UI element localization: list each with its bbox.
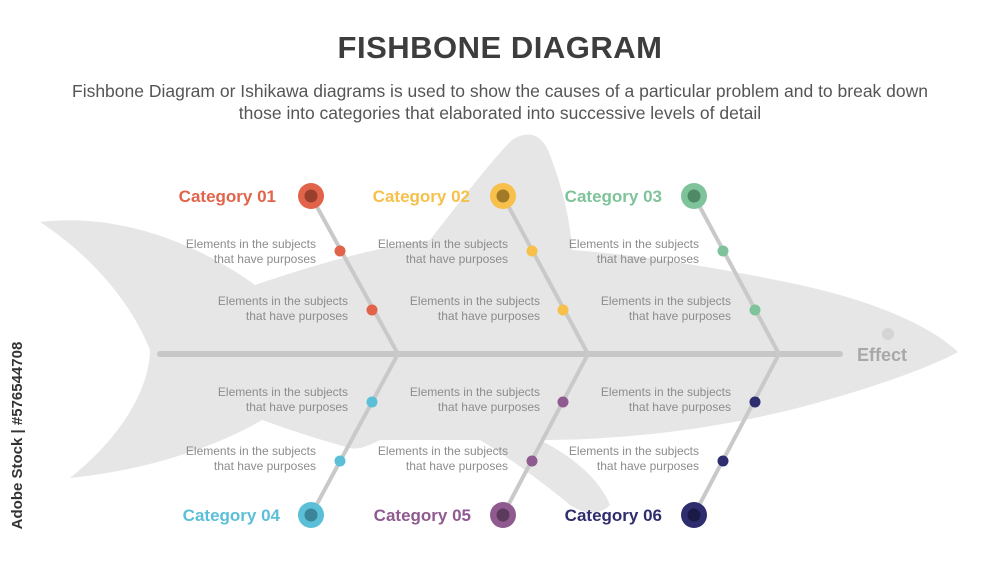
category-06-element-2-line2: that have purposes bbox=[597, 459, 699, 473]
stock-watermark: Adobe Stock | #576544708 bbox=[7, 325, 29, 550]
category-02-element-2-dot bbox=[557, 304, 569, 316]
category-01-element-2-dot bbox=[366, 304, 378, 316]
bone-category-02 bbox=[501, 194, 590, 356]
category-05-element-1-line2: that have purposes bbox=[438, 400, 540, 414]
category-06-label: Category 06 bbox=[565, 506, 662, 525]
category-05-element-2-line1: Elements in the subjects bbox=[378, 444, 508, 458]
category-04-element-2-line2: that have purposes bbox=[214, 459, 316, 473]
category-02-label: Category 02 bbox=[373, 187, 470, 206]
page-subtitle: Fishbone Diagram or Ishikawa diagrams is… bbox=[72, 81, 928, 123]
category-01-label: Category 01 bbox=[179, 187, 276, 206]
category-03-node-center bbox=[687, 189, 701, 203]
category-05-label: Category 05 bbox=[374, 506, 471, 525]
category-04-element-1-line2: that have purposes bbox=[246, 400, 348, 414]
category-01-node-center bbox=[304, 189, 318, 203]
category-04-element-2-line1: Elements in the subjects bbox=[186, 444, 316, 458]
category-01-element-2-line1: Elements in the subjects bbox=[218, 294, 348, 308]
category-03-element-2-line2: that have purposes bbox=[629, 309, 731, 323]
bone-category-05 bbox=[501, 352, 590, 517]
category-03-group: Category 03 Elements in the subjects tha… bbox=[565, 183, 761, 323]
category-03-element-1-line2: that have purposes bbox=[597, 252, 699, 266]
category-05-element-1-dot bbox=[557, 396, 569, 408]
bone-category-01 bbox=[309, 194, 400, 356]
category-06-element-2-line1: Elements in the subjects bbox=[569, 444, 699, 458]
category-06-element-1-line1: Elements in the subjects bbox=[601, 385, 731, 399]
category-06-group: Category 06 Elements in the subjects tha… bbox=[565, 385, 761, 528]
category-05-group: Category 05 Elements in the subjects tha… bbox=[374, 385, 569, 528]
category-03-element-2-line1: Elements in the subjects bbox=[601, 294, 731, 308]
page-title: FISHBONE DIAGRAM bbox=[337, 30, 663, 65]
shark-silhouette bbox=[40, 134, 958, 513]
category-05-node-center bbox=[496, 508, 510, 522]
category-04-group: Category 04 Elements in the subjects tha… bbox=[183, 385, 378, 528]
category-05-element-1-line1: Elements in the subjects bbox=[410, 385, 540, 399]
category-03-element-2-dot bbox=[749, 304, 761, 316]
bone-category-03 bbox=[692, 194, 781, 356]
category-06-element-2-dot bbox=[717, 455, 729, 467]
category-03-element-1-line1: Elements in the subjects bbox=[569, 237, 699, 251]
category-03-label: Category 03 bbox=[565, 187, 662, 206]
category-06-element-1-line2: that have purposes bbox=[629, 400, 731, 414]
category-06-node-center bbox=[687, 508, 701, 522]
category-01-element-1-line2: that have purposes bbox=[214, 252, 316, 266]
category-05-element-2-dot bbox=[526, 455, 538, 467]
category-01-group: Category 01 Elements in the subjects tha… bbox=[179, 183, 378, 323]
category-03-element-1-dot bbox=[717, 245, 729, 257]
category-04-node-center bbox=[304, 508, 318, 522]
category-04-element-2-dot bbox=[334, 455, 346, 467]
category-02-element-1-line1: Elements in the subjects bbox=[378, 237, 508, 251]
category-02-group: Category 02 Elements in the subjects tha… bbox=[373, 183, 569, 323]
bone-category-04 bbox=[309, 352, 400, 517]
category-01-element-1-dot bbox=[334, 245, 346, 257]
category-02-element-2-line1: Elements in the subjects bbox=[410, 294, 540, 308]
stock-watermark-text: Adobe Stock | #576544708 bbox=[9, 341, 26, 530]
category-02-element-2-line2: that have purposes bbox=[438, 309, 540, 323]
category-04-element-1-dot bbox=[366, 396, 378, 408]
category-02-node-center bbox=[496, 189, 510, 203]
effect-label: Effect bbox=[857, 345, 907, 365]
shark-eye bbox=[882, 328, 894, 340]
category-02-element-1-line2: that have purposes bbox=[406, 252, 508, 266]
category-01-element-1-line1: Elements in the subjects bbox=[186, 237, 316, 251]
category-02-element-1-dot bbox=[526, 245, 538, 257]
category-05-element-2-line2: that have purposes bbox=[406, 459, 508, 473]
category-01-element-2-line2: that have purposes bbox=[246, 309, 348, 323]
bone-category-06 bbox=[692, 352, 781, 517]
category-04-element-1-line1: Elements in the subjects bbox=[218, 385, 348, 399]
category-04-label: Category 04 bbox=[183, 506, 281, 525]
category-06-element-1-dot bbox=[749, 396, 761, 408]
